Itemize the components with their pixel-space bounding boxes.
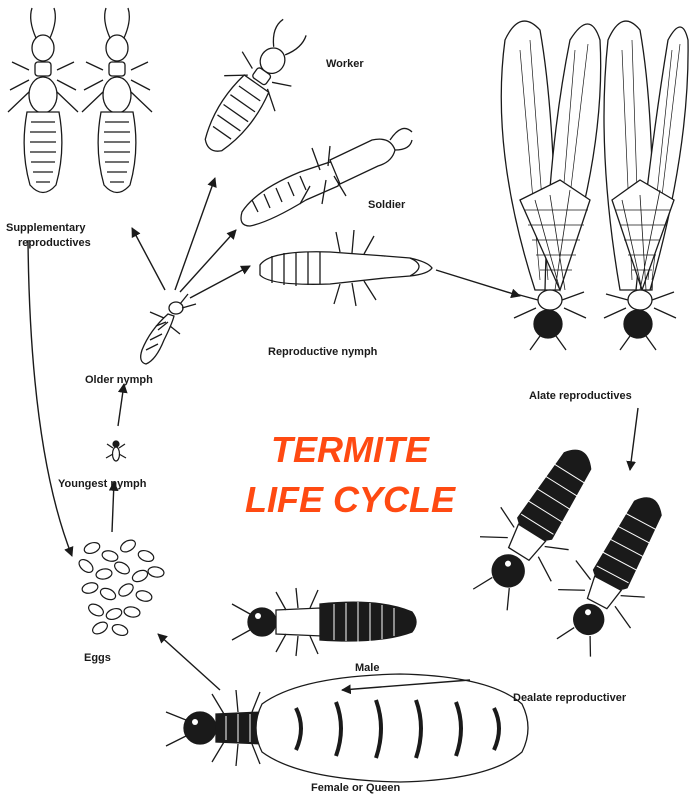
youngest-nymph	[106, 441, 126, 461]
title-line1: TERMITE	[250, 430, 450, 470]
label-supplementary-line1: Supplementary	[6, 222, 85, 235]
supplementary-reproductive-right	[82, 8, 152, 193]
label-youngest-nymph: Youngest nymph	[58, 478, 146, 491]
label-older-nymph: Older nymph	[85, 374, 153, 387]
worker-termite	[185, 10, 321, 167]
label-queen: Female or Queen	[311, 782, 400, 795]
label-dealate: Dealate reproductiver	[513, 692, 626, 705]
supplementary-reproductive-left	[8, 8, 78, 193]
older-nymph	[141, 294, 196, 364]
alate-reproductive-left	[501, 21, 600, 350]
reproductive-nymph	[260, 230, 432, 306]
label-eggs: Eggs	[84, 652, 111, 665]
label-alate: Alate reproductives	[529, 390, 632, 403]
alate-reproductive-right	[604, 21, 688, 350]
label-supplementary-line2: reproductives	[18, 237, 91, 250]
label-reproductive-nymph: Reproductive nymph	[268, 346, 377, 359]
label-male: Male	[355, 662, 379, 675]
eggs-cluster	[77, 538, 165, 638]
label-worker: Worker	[326, 58, 364, 71]
label-soldier: Soldier	[368, 199, 405, 212]
male-termite	[232, 588, 416, 656]
title-line2: LIFE CYCLE	[245, 480, 455, 520]
